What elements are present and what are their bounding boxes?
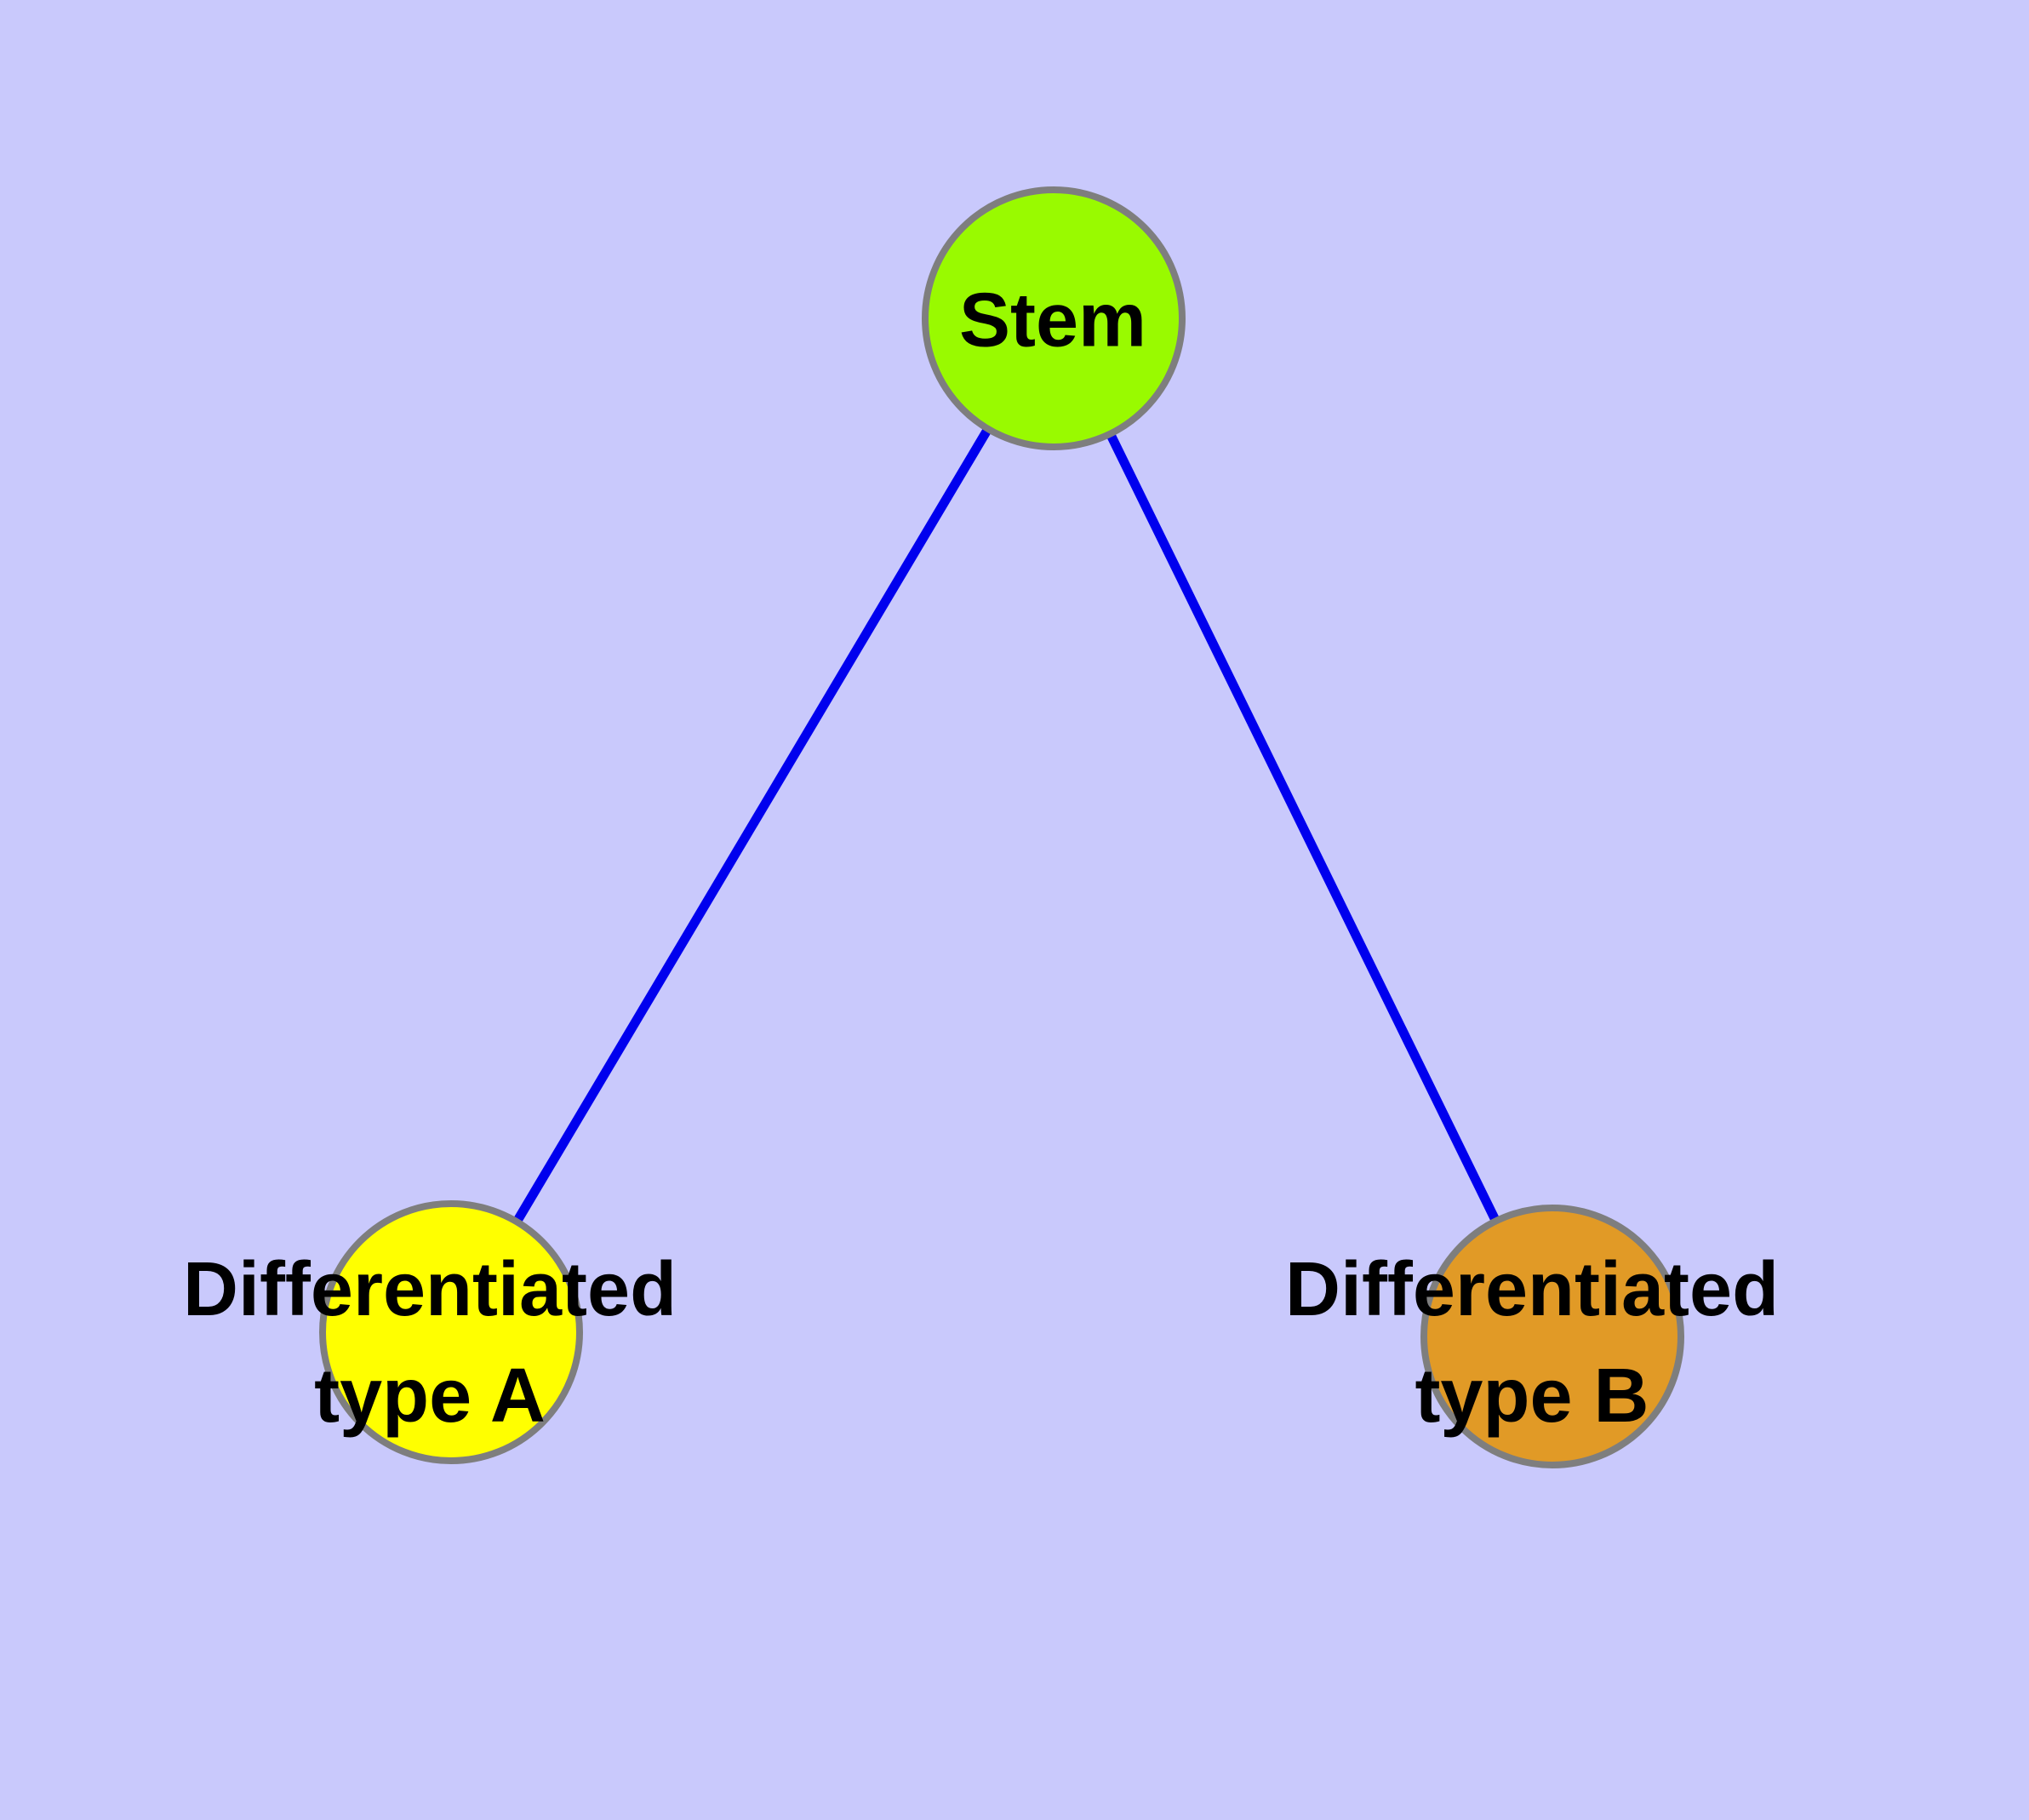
node-differentiated-type-b-label: Differentiated type B xyxy=(1285,1237,1779,1450)
node-differentiated-type-b-circle[interactable] xyxy=(1420,1205,1684,1468)
node-differentiated-type-b-label-line1: Differentiated xyxy=(1284,1247,1780,1332)
node-stem-circle[interactable] xyxy=(922,186,1186,450)
node-differentiated-type-a-label-line2: type A xyxy=(314,1354,546,1439)
node-differentiated-type-a-label-line1: Differentiated xyxy=(182,1247,677,1332)
node-differentiated-type-a-label: Differentiated type A xyxy=(183,1237,677,1450)
node-stem-label-text: Stem xyxy=(958,278,1147,363)
edge-stem-to-type-b xyxy=(1049,316,1557,1339)
node-stem-label: Stem xyxy=(959,268,1146,375)
node-differentiated-type-b-label-line2: type B xyxy=(1415,1354,1649,1439)
edge-stem-to-type-a xyxy=(447,316,1058,1335)
node-differentiated-type-a-circle[interactable] xyxy=(319,1200,583,1464)
